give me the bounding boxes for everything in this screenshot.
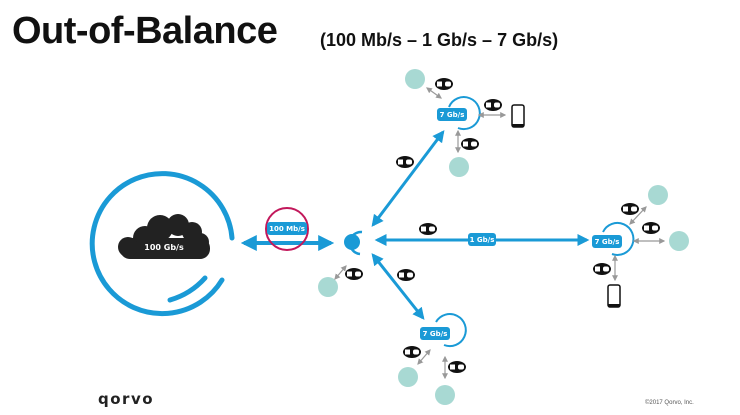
backhaul-right-label: 1 Gb/s — [470, 236, 495, 244]
cloud-ring — [89, 171, 235, 317]
copyright: ©2017 Qorvo, Inc. — [645, 400, 694, 406]
cloud-label: 100 Gb/s — [144, 243, 184, 252]
top-extender-label: 7 Gb/s — [440, 111, 465, 119]
right-extender-label: 7 Gb/s — [595, 238, 620, 246]
slide-subtitle: (100 Mb/s – 1 Gb/s – 7 Gb/s) — [320, 30, 559, 50]
backhaul-top — [371, 130, 445, 227]
wifi-icon — [345, 268, 363, 280]
top-extender: 7 Gb/s — [405, 69, 525, 177]
bottleneck-highlight — [265, 207, 309, 251]
client-device — [318, 277, 338, 297]
cloud-node: 100 Gb/s — [89, 171, 235, 317]
backhaul-right: 1 Gb/s — [374, 223, 590, 246]
uplink-label: 100 Mb/s — [269, 225, 305, 233]
router-node — [318, 230, 363, 297]
cloud-icon — [118, 214, 210, 259]
bottom-extender-label: 7 Gb/s — [423, 330, 448, 338]
bottom-extender: 7 Gb/s — [398, 313, 467, 405]
uplink-link: 100 Mb/s — [240, 207, 335, 251]
right-extender: 7 Gb/s — [592, 185, 689, 308]
phone-icon — [511, 104, 525, 128]
slide-title: Out-of-Balance — [12, 10, 278, 52]
backhaul-bottom — [371, 253, 425, 320]
qorvo-logo: qorvo — [98, 390, 155, 408]
